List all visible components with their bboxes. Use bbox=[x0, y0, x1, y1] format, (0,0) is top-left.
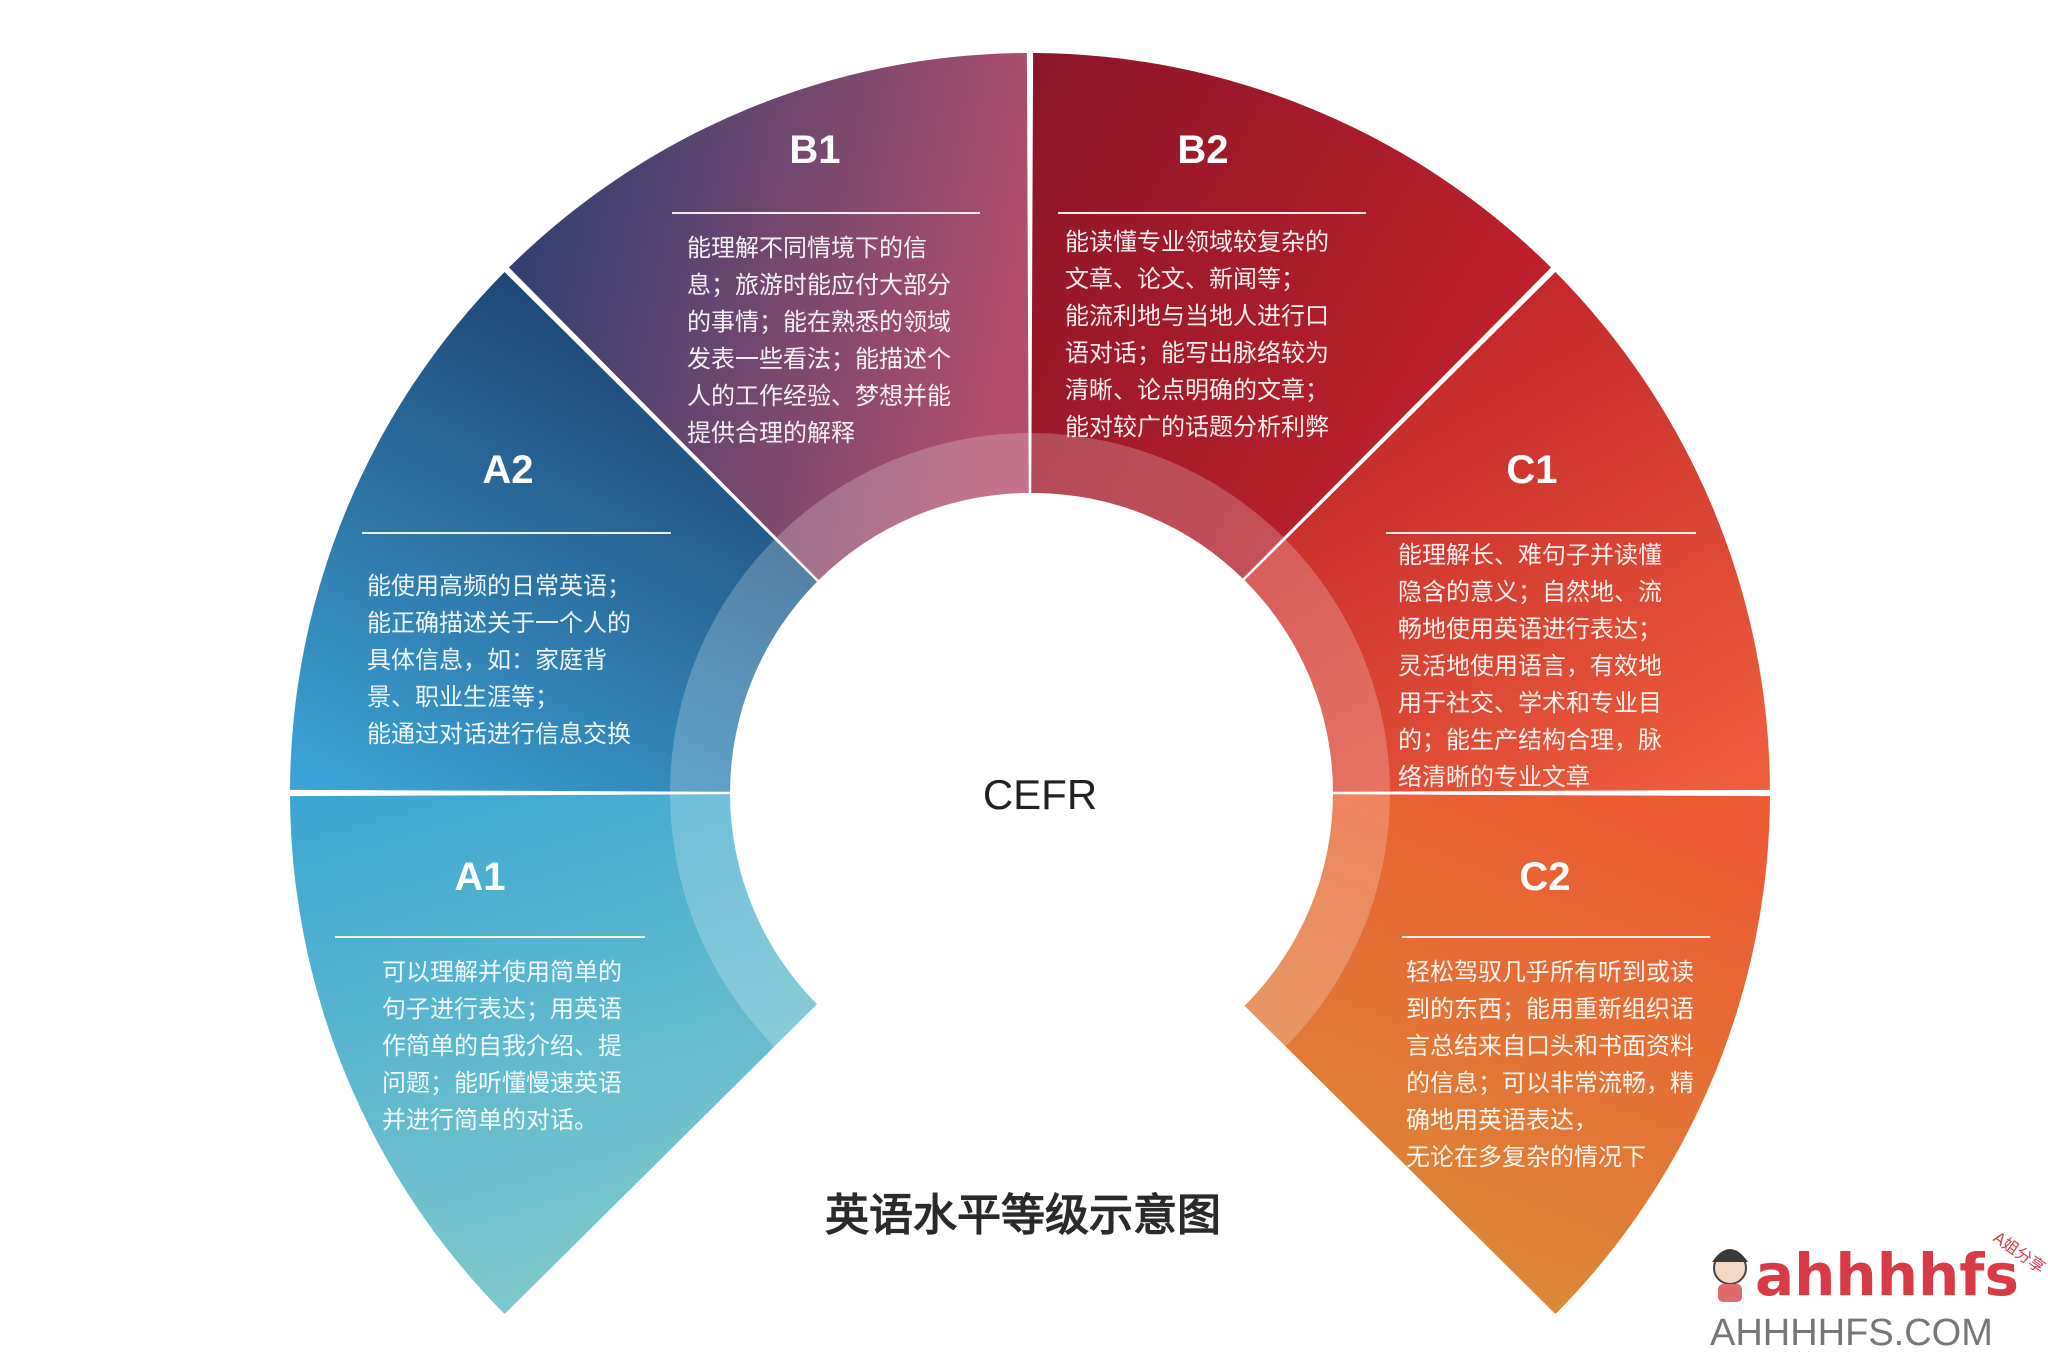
level-description-line-b1: 发表一些看法；能描述个 bbox=[687, 345, 951, 373]
level-description-line-b2: 语对话；能写出脉络较为 bbox=[1065, 339, 1329, 367]
level-description-line-b1: 息；旅游时能应付大部分 bbox=[687, 271, 951, 299]
level-description-line-a1: 并进行简单的对话。 bbox=[382, 1106, 598, 1134]
level-description-line-a2: 能正确描述关于一个人的 bbox=[367, 609, 631, 637]
level-description-line-c1: 灵活地使用语言，有效地 bbox=[1398, 652, 1662, 680]
center-label: CEFR bbox=[983, 771, 1097, 818]
mascot-icon bbox=[1712, 1249, 1748, 1302]
level-description-line-a1: 可以理解并使用简单的 bbox=[382, 958, 622, 986]
level-description-line-b2: 能读懂专业领域较复杂的 bbox=[1065, 228, 1329, 256]
sector-b1 bbox=[508, 53, 1029, 580]
level-description-line-c2: 无论在多复杂的情况下 bbox=[1406, 1143, 1646, 1171]
level-description-line-c2: 到的东西；能用重新组织语 bbox=[1406, 995, 1694, 1023]
level-description-line-c1: 络清晰的专业文章 bbox=[1398, 763, 1590, 791]
sector-a2 bbox=[290, 271, 817, 792]
level-description-line-b2: 能流利地与当地人进行口 bbox=[1065, 302, 1329, 330]
level-title-c2: C2 bbox=[1519, 855, 1570, 899]
ring-band-b1 bbox=[776, 433, 1029, 580]
level-description-line-c1: 畅地使用英语进行表达； bbox=[1398, 615, 1662, 643]
watermark-domain: AHHHHFS.COM bbox=[1710, 1312, 1993, 1354]
level-title-b2: B2 bbox=[1177, 128, 1228, 172]
level-description-line-a1: 问题；能听懂慢速英语 bbox=[382, 1069, 622, 1097]
level-description-line-b2: 文章、论文、新闻等； bbox=[1065, 265, 1305, 293]
level-description-line-a1: 作简单的自我介绍、提 bbox=[382, 1032, 622, 1060]
level-description-line-b1: 提供合理的解释 bbox=[687, 419, 855, 447]
diagram-title: 英语水平等级示意图 bbox=[825, 1190, 1221, 1241]
level-description-line-b1: 能理解不同情境下的信 bbox=[687, 234, 927, 262]
level-title-a2: A2 bbox=[482, 448, 533, 492]
level-description-line-c2: 轻松驾驭几乎所有听到或读 bbox=[1406, 958, 1694, 986]
ring-band-c2 bbox=[1243, 794, 1390, 1047]
level-description-line-c2: 的信息；可以非常流畅，精 bbox=[1406, 1069, 1694, 1097]
sector-c2 bbox=[1243, 794, 1770, 1315]
level-description-line-a2: 景、职业生涯等； bbox=[367, 683, 559, 711]
sector-b2 bbox=[1031, 53, 1552, 580]
level-description-line-a2: 能通过对话进行信息交换 bbox=[367, 720, 631, 748]
level-description-line-b2: 能对较广的话题分析利弊 bbox=[1065, 413, 1329, 441]
level-description-line-a1: 句子进行表达；用英语 bbox=[382, 995, 622, 1023]
level-description-line-c1: 用于社交、学术和专业目 bbox=[1398, 689, 1662, 717]
level-description-line-a2: 具体信息，如：家庭背 bbox=[367, 646, 607, 674]
level-description-line-c2: 言总结来自口头和书面资料 bbox=[1406, 1032, 1694, 1060]
center-circle bbox=[733, 493, 1333, 1093]
sector-a1 bbox=[290, 794, 817, 1315]
level-description-line-b2: 清晰、论点明确的文章； bbox=[1065, 376, 1329, 404]
level-title-b1: B1 bbox=[789, 128, 840, 172]
sector-c1 bbox=[1243, 271, 1770, 792]
level-description-line-c1: 能理解长、难句子并读懂 bbox=[1398, 541, 1662, 569]
ring-band-b2 bbox=[1031, 433, 1284, 580]
level-description-line-b1: 的事情；能在熟悉的领域 bbox=[687, 308, 951, 336]
level-description-line-a2: 能使用高频的日常英语； bbox=[367, 572, 631, 600]
level-description-line-b1: 人的工作经验、梦想并能 bbox=[687, 382, 951, 410]
level-description-line-c2: 确地用英语表达， bbox=[1406, 1106, 1598, 1134]
ring-band-a1 bbox=[670, 794, 817, 1047]
level-title-c1: C1 bbox=[1506, 448, 1557, 492]
watermark-logo: ahhhhfs bbox=[1755, 1241, 2019, 1309]
ring-band-a2 bbox=[670, 539, 817, 792]
level-title-a1: A1 bbox=[454, 855, 505, 899]
ring-band-c1 bbox=[1243, 539, 1390, 792]
watermark: ahhhhfs A姐分享 AHHHHFS.COM bbox=[1710, 1228, 2048, 1354]
level-description-line-c1: 隐含的意义；自然地、流 bbox=[1398, 578, 1662, 606]
level-description-line-c1: 的；能生产结构合理，脉 bbox=[1398, 726, 1662, 754]
